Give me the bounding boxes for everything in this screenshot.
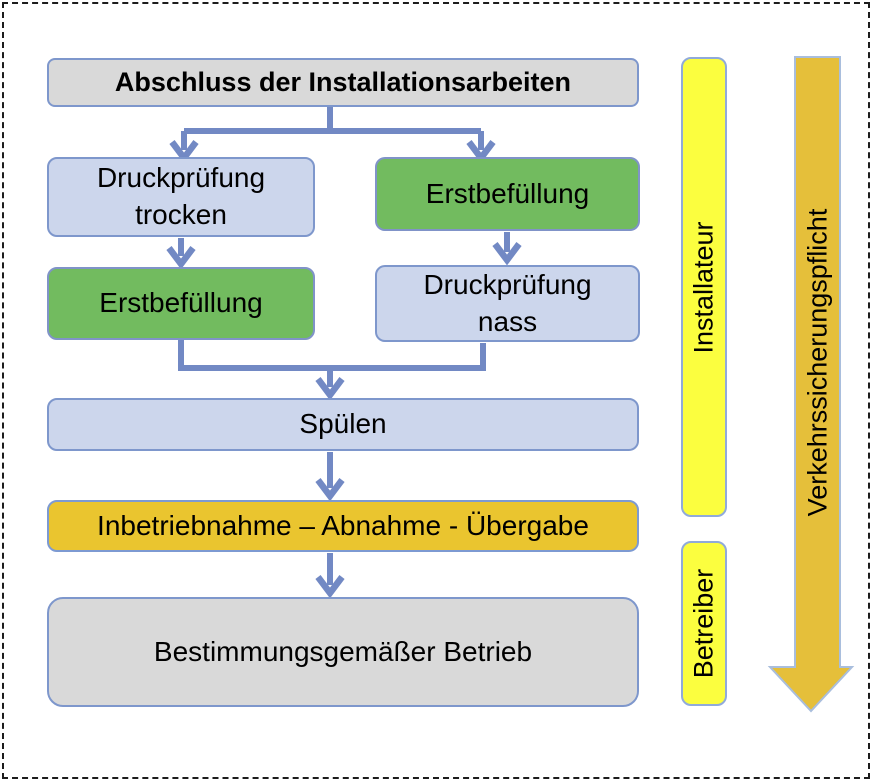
verkehrssicherungspflicht-label-wrap: Verkehrssicherungspflicht xyxy=(795,57,840,667)
node-abschluss-installationsarbeiten: Abschluss der Installationsarbeiten xyxy=(47,58,639,107)
node-label: Druckprüfung trocken xyxy=(96,162,266,230)
node-erstbefuellung-left: Erstbefüllung xyxy=(47,267,315,340)
node-label: Abschluss der Installationsarbeiten xyxy=(114,66,572,97)
node-bestimmungsgemaesser-betrieb: Bestimmungsgemäßer Betrieb xyxy=(47,597,639,707)
arrowhead-to-inbetriebnahme-icon xyxy=(315,478,345,502)
node-spuelen: Spülen xyxy=(47,398,639,451)
arrowhead-to-druckpruefung-nass-icon xyxy=(492,242,522,266)
node-inbetriebnahme-abnahme-uebergabe: Inbetriebnahme – Abnahme - Übergabe xyxy=(47,500,639,552)
node-druckpruefung-nass: Druckprüfung nass xyxy=(375,265,640,342)
arrowhead-to-betrieb-icon xyxy=(315,575,345,599)
node-label: Druckprüfung nass xyxy=(423,268,592,337)
node-erstbefuellung-right: Erstbefüllung xyxy=(375,157,640,231)
down-arrow-shape xyxy=(767,56,855,713)
node-label: Bestimmungsgemäßer Betrieb xyxy=(153,635,533,667)
arrowhead-to-erstbefuellung-left-icon xyxy=(166,246,196,270)
node-druckpruefung-trocken: Druckprüfung trocken xyxy=(47,157,315,237)
node-label: Erstbefüllung xyxy=(425,177,590,209)
arrowhead-to-spuelen-icon xyxy=(315,377,345,401)
node-label: Spülen xyxy=(299,408,387,440)
node-label: Erstbefüllung xyxy=(99,287,263,319)
verkehrssicherungspflicht-label: Verkehrssicherungspflicht xyxy=(802,208,832,516)
branch-connector xyxy=(181,106,484,150)
role-bar-installateur: Installateur xyxy=(681,57,727,517)
merge-connector xyxy=(178,340,486,387)
node-label: Inbetriebnahme – Abnahme - Übergabe xyxy=(97,509,589,541)
role-bar-betreiber: Betreiber xyxy=(681,541,727,706)
